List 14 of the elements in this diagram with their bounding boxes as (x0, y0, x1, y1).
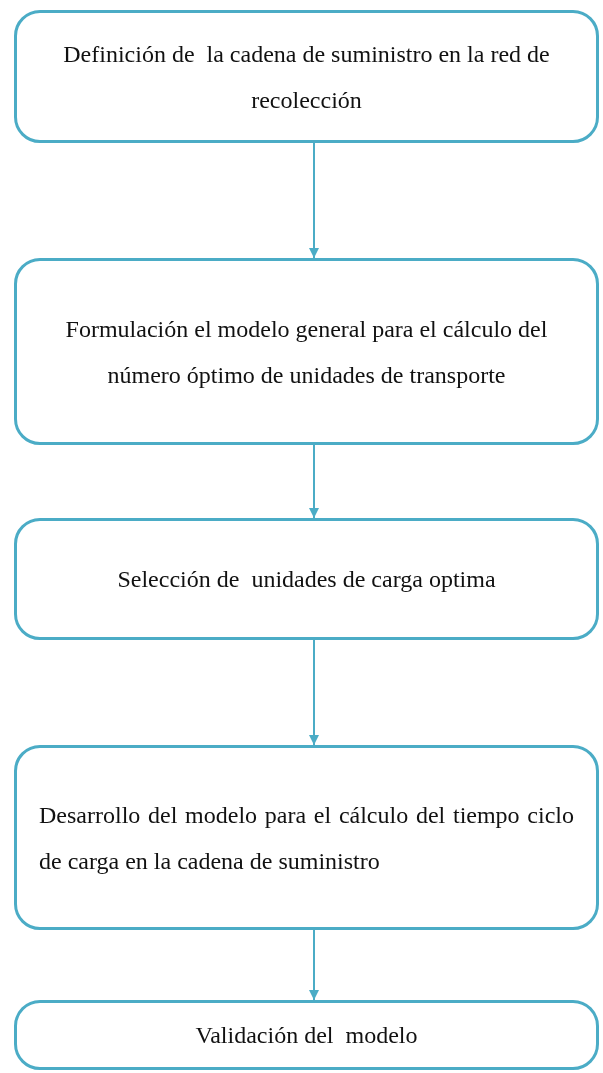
process-box (14, 745, 599, 930)
step-text: Definición de la cadena de suministro en la red de recolección (62, 39, 551, 115)
arrow (309, 444, 319, 519)
arrow (309, 142, 319, 259)
process-box (14, 518, 599, 640)
process-box (14, 258, 599, 445)
step-text: Selección de unidades de carga optima (117, 565, 496, 594)
step-text: Desarrollo del modelo para el cálculo del tiempo ciclo de carga en la cadena de suministro (39, 800, 574, 876)
step-text: Formulación el modelo general para el cálculo del número óptimo de unidades de transporte (64, 314, 549, 390)
arrow (309, 929, 319, 1001)
step-text: Validación del modelo (195, 1021, 418, 1050)
process-box (14, 1000, 599, 1070)
arrow (309, 639, 319, 746)
process-box (14, 10, 599, 143)
